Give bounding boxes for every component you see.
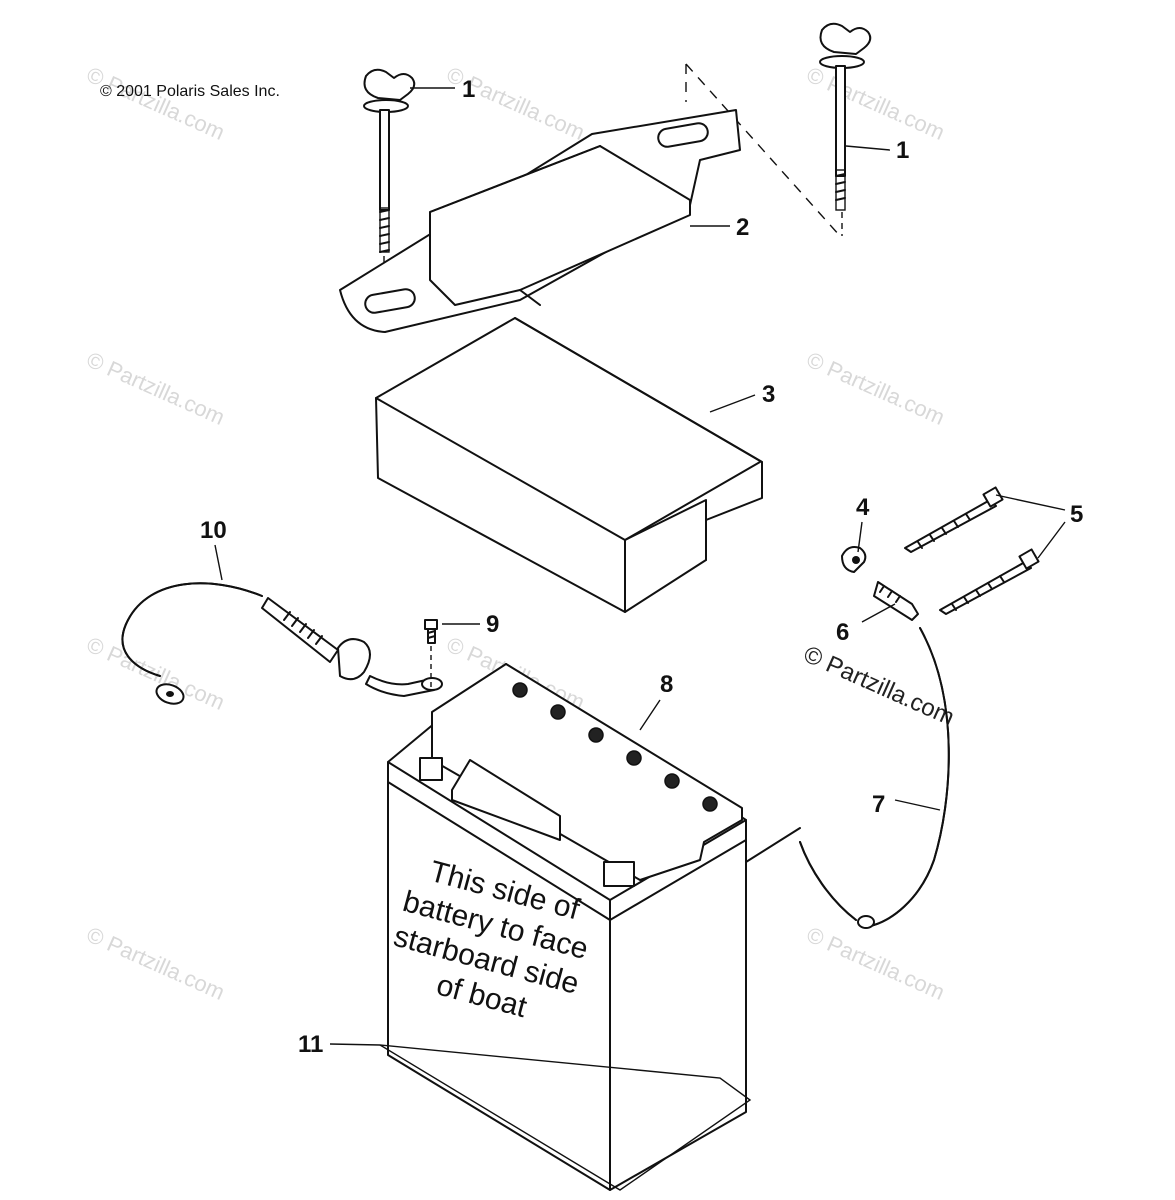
- wing-bolt-right: [819, 22, 872, 236]
- watermark: © Partzilla.com: [83, 347, 229, 430]
- watermark: © Partzilla.com: [83, 632, 229, 715]
- callout-6: 6: [836, 619, 849, 646]
- callout-1-left: 1: [462, 76, 475, 103]
- copyright-text: © 2001 Polaris Sales Inc.: [100, 83, 280, 100]
- terminal-bolt: [424, 619, 438, 690]
- callout-3: 3: [762, 381, 775, 408]
- leader-lines: [214, 87, 1066, 1046]
- callout-8: 8: [660, 671, 673, 698]
- watermark: © Partzilla.com: [83, 922, 229, 1005]
- watermark-prominent: © Partzilla.com: [800, 641, 959, 731]
- callout-2: 2: [736, 214, 749, 241]
- callout-1-right: 1: [896, 137, 909, 164]
- callout-9: 9: [486, 611, 499, 638]
- mounting-screws: [904, 486, 1040, 615]
- battery: This side of battery to face starboard s…: [387, 663, 747, 1191]
- negative-battery-cable: [121, 582, 443, 705]
- vent-cap: [841, 546, 867, 573]
- watermark: © Partzilla.com: [443, 62, 589, 145]
- watermark: © Partzilla.com: [803, 347, 949, 430]
- callout-11: 11: [298, 1031, 323, 1058]
- callout-5: 5: [1070, 501, 1083, 528]
- watermark: © Partzilla.com: [803, 922, 949, 1005]
- callout-4: 4: [856, 494, 870, 521]
- vent-tube: [745, 627, 950, 929]
- battery-cover: [375, 317, 763, 613]
- callout-10: 10: [200, 517, 227, 544]
- battery-pad: [379, 1044, 752, 1191]
- callouts: 1 1 2 3 4 5 6 7 8 9 10 11: [200, 76, 1083, 1058]
- callout-7: 7: [872, 791, 885, 818]
- battery-bracket: [339, 109, 741, 333]
- vent-fitting: [873, 581, 919, 621]
- watermark: © Partzilla.com: [803, 62, 949, 145]
- watermark: © Partzilla.com: [83, 62, 229, 145]
